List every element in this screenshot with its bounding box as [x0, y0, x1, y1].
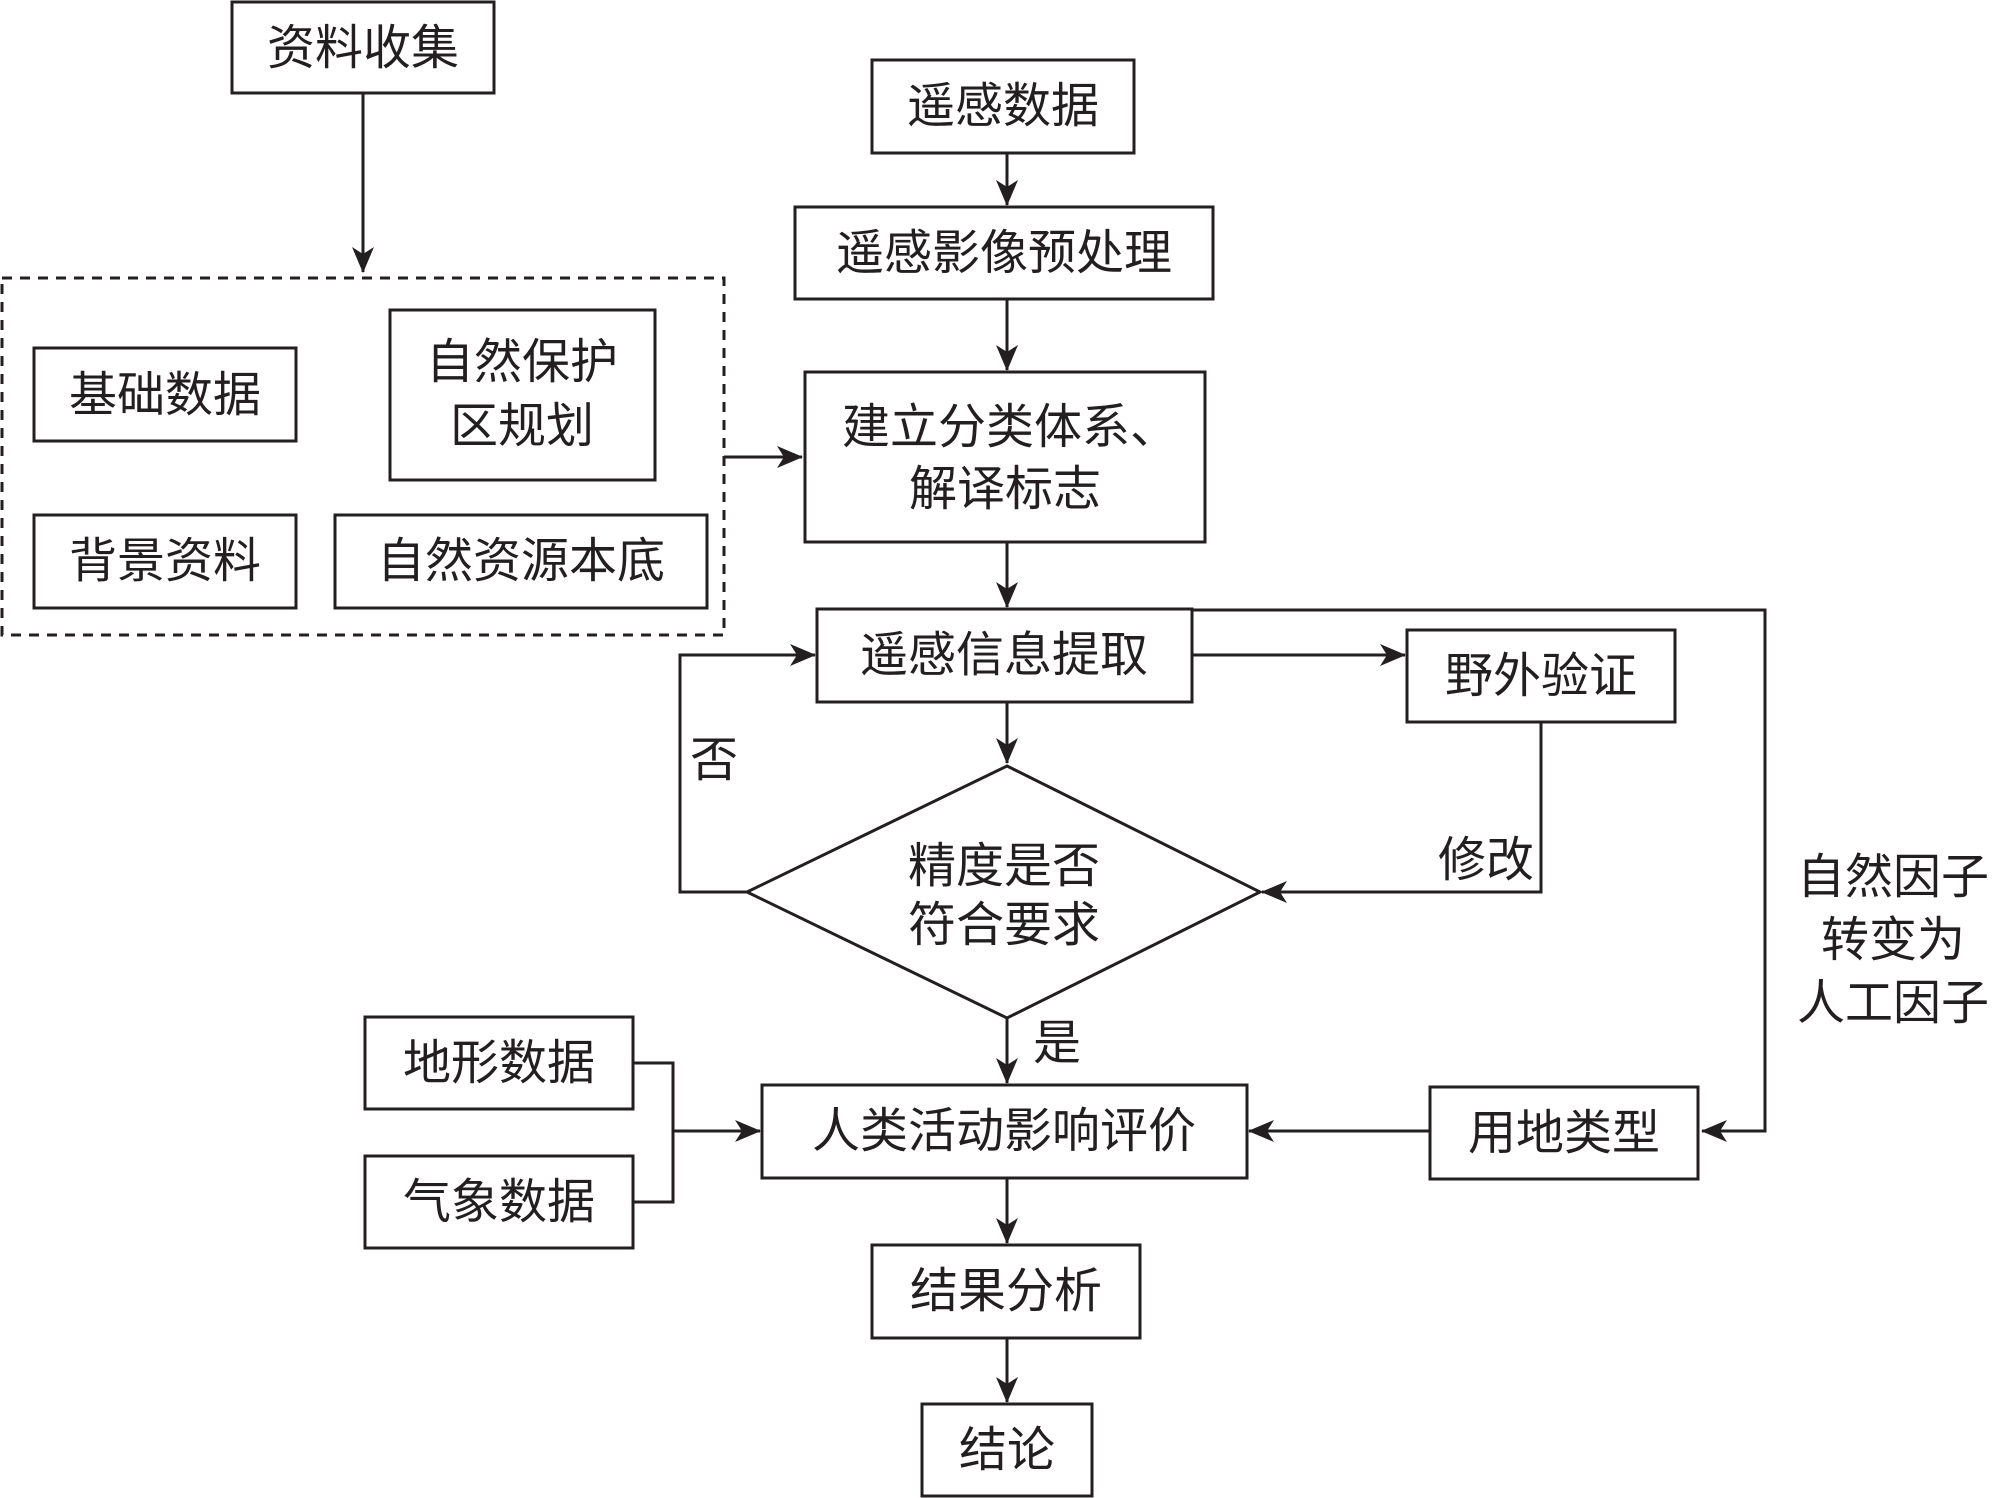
accuracy-decision-node: 精度是否 符合要求 — [743, 764, 1264, 1020]
arrow-extraction-to-land-use — [1192, 608, 1767, 1142]
impact-evaluation-node: 人类活动影响评价 — [760, 1083, 1249, 1180]
classification-label-line1: 建立分类体系、 — [842, 399, 1178, 455]
edge-label-factor-line2: 转变为 — [1821, 912, 1965, 968]
terrain-data-label: 地形数据 — [403, 1035, 595, 1091]
impact-evaluation-label: 人类活动影响评价 — [812, 1103, 1196, 1159]
field-verification-label: 野外验证 — [1445, 648, 1637, 704]
info-extraction-label: 遥感信息提取 — [860, 627, 1148, 683]
accuracy-check-label-line2: 符合要求 — [908, 897, 1100, 953]
climate-data-node: 气象数据 — [363, 1154, 635, 1250]
remote-sensing-data-label: 遥感数据 — [907, 78, 1099, 134]
edge-label-revise: 修改 — [1438, 832, 1534, 888]
image-preprocessing-node: 遥感影像预处理 — [793, 205, 1215, 301]
conclusion-label: 结论 — [959, 1422, 1055, 1478]
nature-reserve-plan-label-line2: 区规划 — [450, 398, 594, 454]
data-collection-node: 资料收集 — [230, 0, 496, 95]
land-use-type-label: 用地类型 — [1468, 1105, 1660, 1161]
natural-resources-base-node: 自然资源本底 — [333, 513, 709, 610]
terrain-data-node: 地形数据 — [363, 1015, 635, 1111]
basic-data-node: 基础数据 — [32, 346, 298, 443]
connector-terrain-climate — [633, 1061, 675, 1204]
background-data-label: 背景资料 — [69, 533, 261, 589]
conclusion-node: 结论 — [920, 1402, 1094, 1498]
arrow-no-loop-back — [678, 644, 816, 894]
edge-label-factor-line3: 人工因子 — [1797, 975, 1989, 1031]
arrow-revise — [1261, 722, 1543, 903]
classification-label-line2: 解译标志 — [909, 461, 1101, 517]
land-use-type-node: 用地类型 — [1428, 1085, 1700, 1181]
field-verification-node: 野外验证 — [1405, 628, 1677, 724]
result-analysis-node: 结果分析 — [870, 1243, 1142, 1340]
edge-label-yes: 是 — [1033, 1015, 1081, 1071]
accuracy-check-label-line1: 精度是否 — [908, 838, 1100, 894]
edge-label-no: 否 — [690, 732, 738, 788]
info-extraction-node: 遥感信息提取 — [815, 607, 1194, 704]
natural-resources-base-label: 自然资源本底 — [377, 533, 665, 589]
nature-reserve-plan-node: 自然保护 区规划 — [388, 308, 657, 482]
result-analysis-label: 结果分析 — [910, 1263, 1102, 1319]
climate-data-label: 气象数据 — [403, 1174, 595, 1230]
classification-node: 建立分类体系、 解译标志 — [803, 370, 1207, 544]
remote-sensing-data-node: 遥感数据 — [870, 58, 1136, 155]
data-collection-label: 资料收集 — [267, 20, 459, 76]
edge-label-factor-line1: 自然因子 — [1797, 849, 1989, 905]
image-preprocessing-label: 遥感影像预处理 — [836, 225, 1172, 281]
background-data-node: 背景资料 — [32, 513, 298, 610]
basic-data-label: 基础数据 — [69, 367, 261, 423]
nature-reserve-plan-label-line1: 自然保护 — [426, 334, 618, 390]
